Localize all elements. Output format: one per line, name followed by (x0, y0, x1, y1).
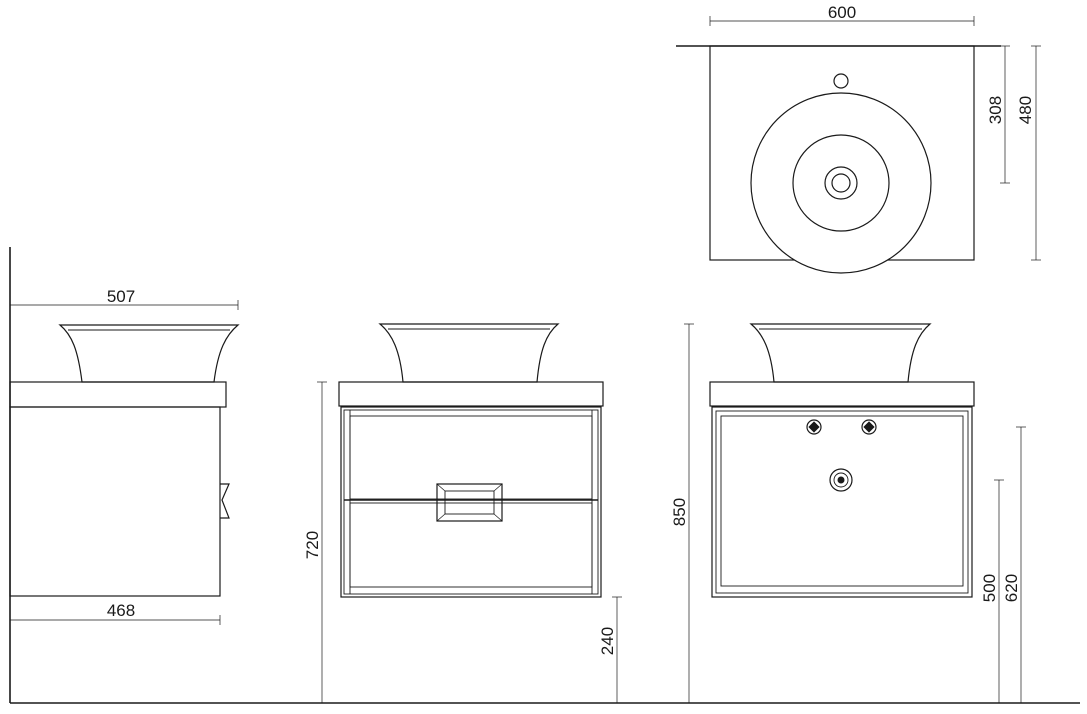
back-view-frame-outer (711, 406, 973, 598)
front-view-handle-bevel-tl (436, 483, 446, 492)
front-view-handle-bevel-br (493, 513, 503, 522)
side-view-cabinet (9, 406, 221, 597)
side-view-countertop (9, 381, 227, 408)
front-view-handle-bevel-bl (436, 513, 446, 522)
back-view-screw-right (861, 419, 877, 435)
dim-500-label: 500 (980, 574, 999, 602)
dim-850-label: 850 (670, 498, 689, 526)
back-view: 850 500 620 (670, 323, 1026, 703)
side-view-basin (58, 324, 240, 383)
dim-240-label: 240 (598, 627, 617, 655)
back-view-basin (749, 323, 932, 383)
front-view-frame-inner (343, 409, 599, 595)
back-view-screw-right-head (863, 421, 875, 433)
top-view-tap-hole (833, 73, 849, 89)
front-view: 720 240 (303, 323, 622, 703)
top-view-drain-inner (831, 173, 851, 193)
back-view-drain-outer (829, 468, 853, 492)
front-view-handle-inner (444, 490, 495, 515)
back-view-screw-left (806, 419, 822, 435)
top-view-drain-outer (824, 166, 858, 200)
back-view-drain-center (837, 476, 845, 484)
front-view-handle-outer (436, 483, 503, 522)
front-view-handle-bevel-tr (493, 483, 503, 492)
front-view-frame-outer (340, 406, 602, 598)
dim-720-label: 720 (303, 531, 322, 559)
dim-507-label: 507 (107, 287, 135, 306)
back-view-panel (720, 415, 964, 587)
back-view-countertop (709, 381, 975, 407)
front-view-drawer-bottom (349, 502, 593, 588)
side-view: 507 468 (9, 247, 240, 703)
dim-480-label: 480 (1016, 96, 1035, 124)
dim-308-label: 308 (986, 96, 1005, 124)
dim-468-label: 468 (107, 601, 135, 620)
dim-620-label: 620 (1002, 574, 1021, 602)
dim-600-label: 600 (828, 3, 856, 22)
top-view-basin-outer (750, 92, 932, 274)
side-view-handle (220, 483, 230, 519)
back-view-frame-inner (715, 410, 969, 594)
back-view-screw-left-head (808, 421, 820, 433)
front-view-basin (378, 323, 560, 383)
top-view: 600 308 480 (676, 3, 1041, 274)
top-view-basin-inner (792, 134, 890, 232)
front-view-countertop (338, 381, 604, 407)
back-view-drain-mid (833, 472, 849, 488)
front-view-drawer-top (349, 415, 593, 500)
